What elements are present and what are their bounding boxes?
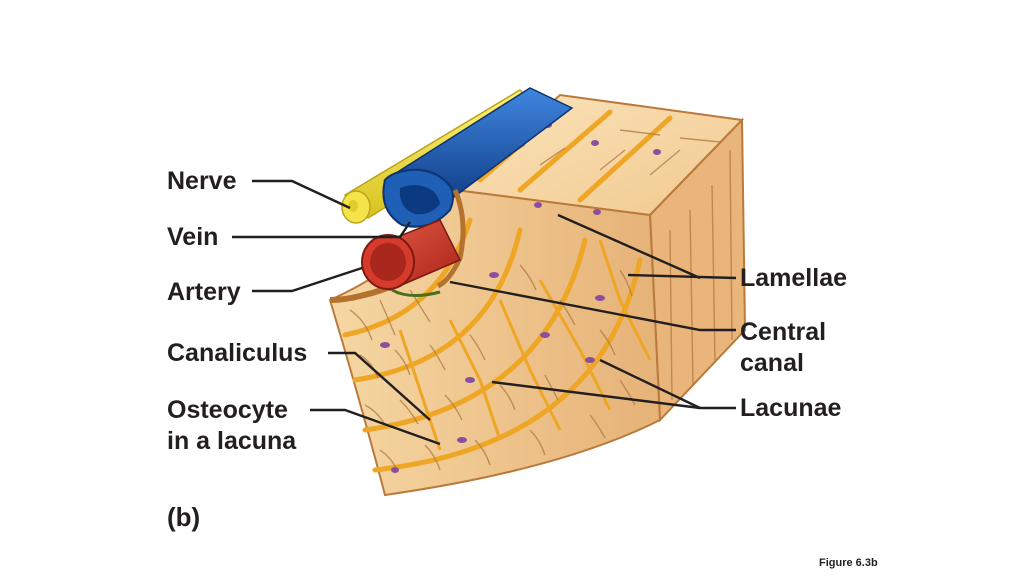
label-canaliculus: Canaliculus <box>167 339 308 367</box>
label-nerve: Nerve <box>167 167 237 195</box>
vein-tube <box>382 87 574 228</box>
label-lacunae: Lacunae <box>740 394 842 422</box>
label-central-line2: canal <box>740 349 804 377</box>
panel-letter: (b) <box>167 502 201 532</box>
leader-central-canal <box>449 280 736 332</box>
label-vein: Vein <box>167 223 219 251</box>
label-lamellae: Lamellae <box>740 264 848 292</box>
artery-tube <box>361 219 462 297</box>
label-osteocyte-line2: in a lacuna <box>167 427 297 455</box>
leader-lamellae-b <box>627 273 737 280</box>
leader-artery <box>252 266 363 293</box>
leader-lines <box>232 179 737 446</box>
label-artery: Artery <box>167 278 241 306</box>
canaliculi <box>398 239 652 451</box>
leader-lamellae-a <box>557 213 701 280</box>
leader-nerve <box>252 179 351 210</box>
label-central-line1: Central <box>740 318 827 346</box>
central-canal-groove <box>436 189 466 289</box>
leader-canaliculus <box>328 351 431 421</box>
osteocytes <box>380 122 661 473</box>
leader-lacunae-b <box>491 380 736 410</box>
leader-osteocyte <box>310 408 441 446</box>
leader-lacunae-a <box>599 358 701 410</box>
figure-caption: Figure 6.3b <box>819 557 878 569</box>
leader-vein <box>232 221 411 239</box>
label-osteocyte-line1: Osteocyte <box>167 396 288 424</box>
